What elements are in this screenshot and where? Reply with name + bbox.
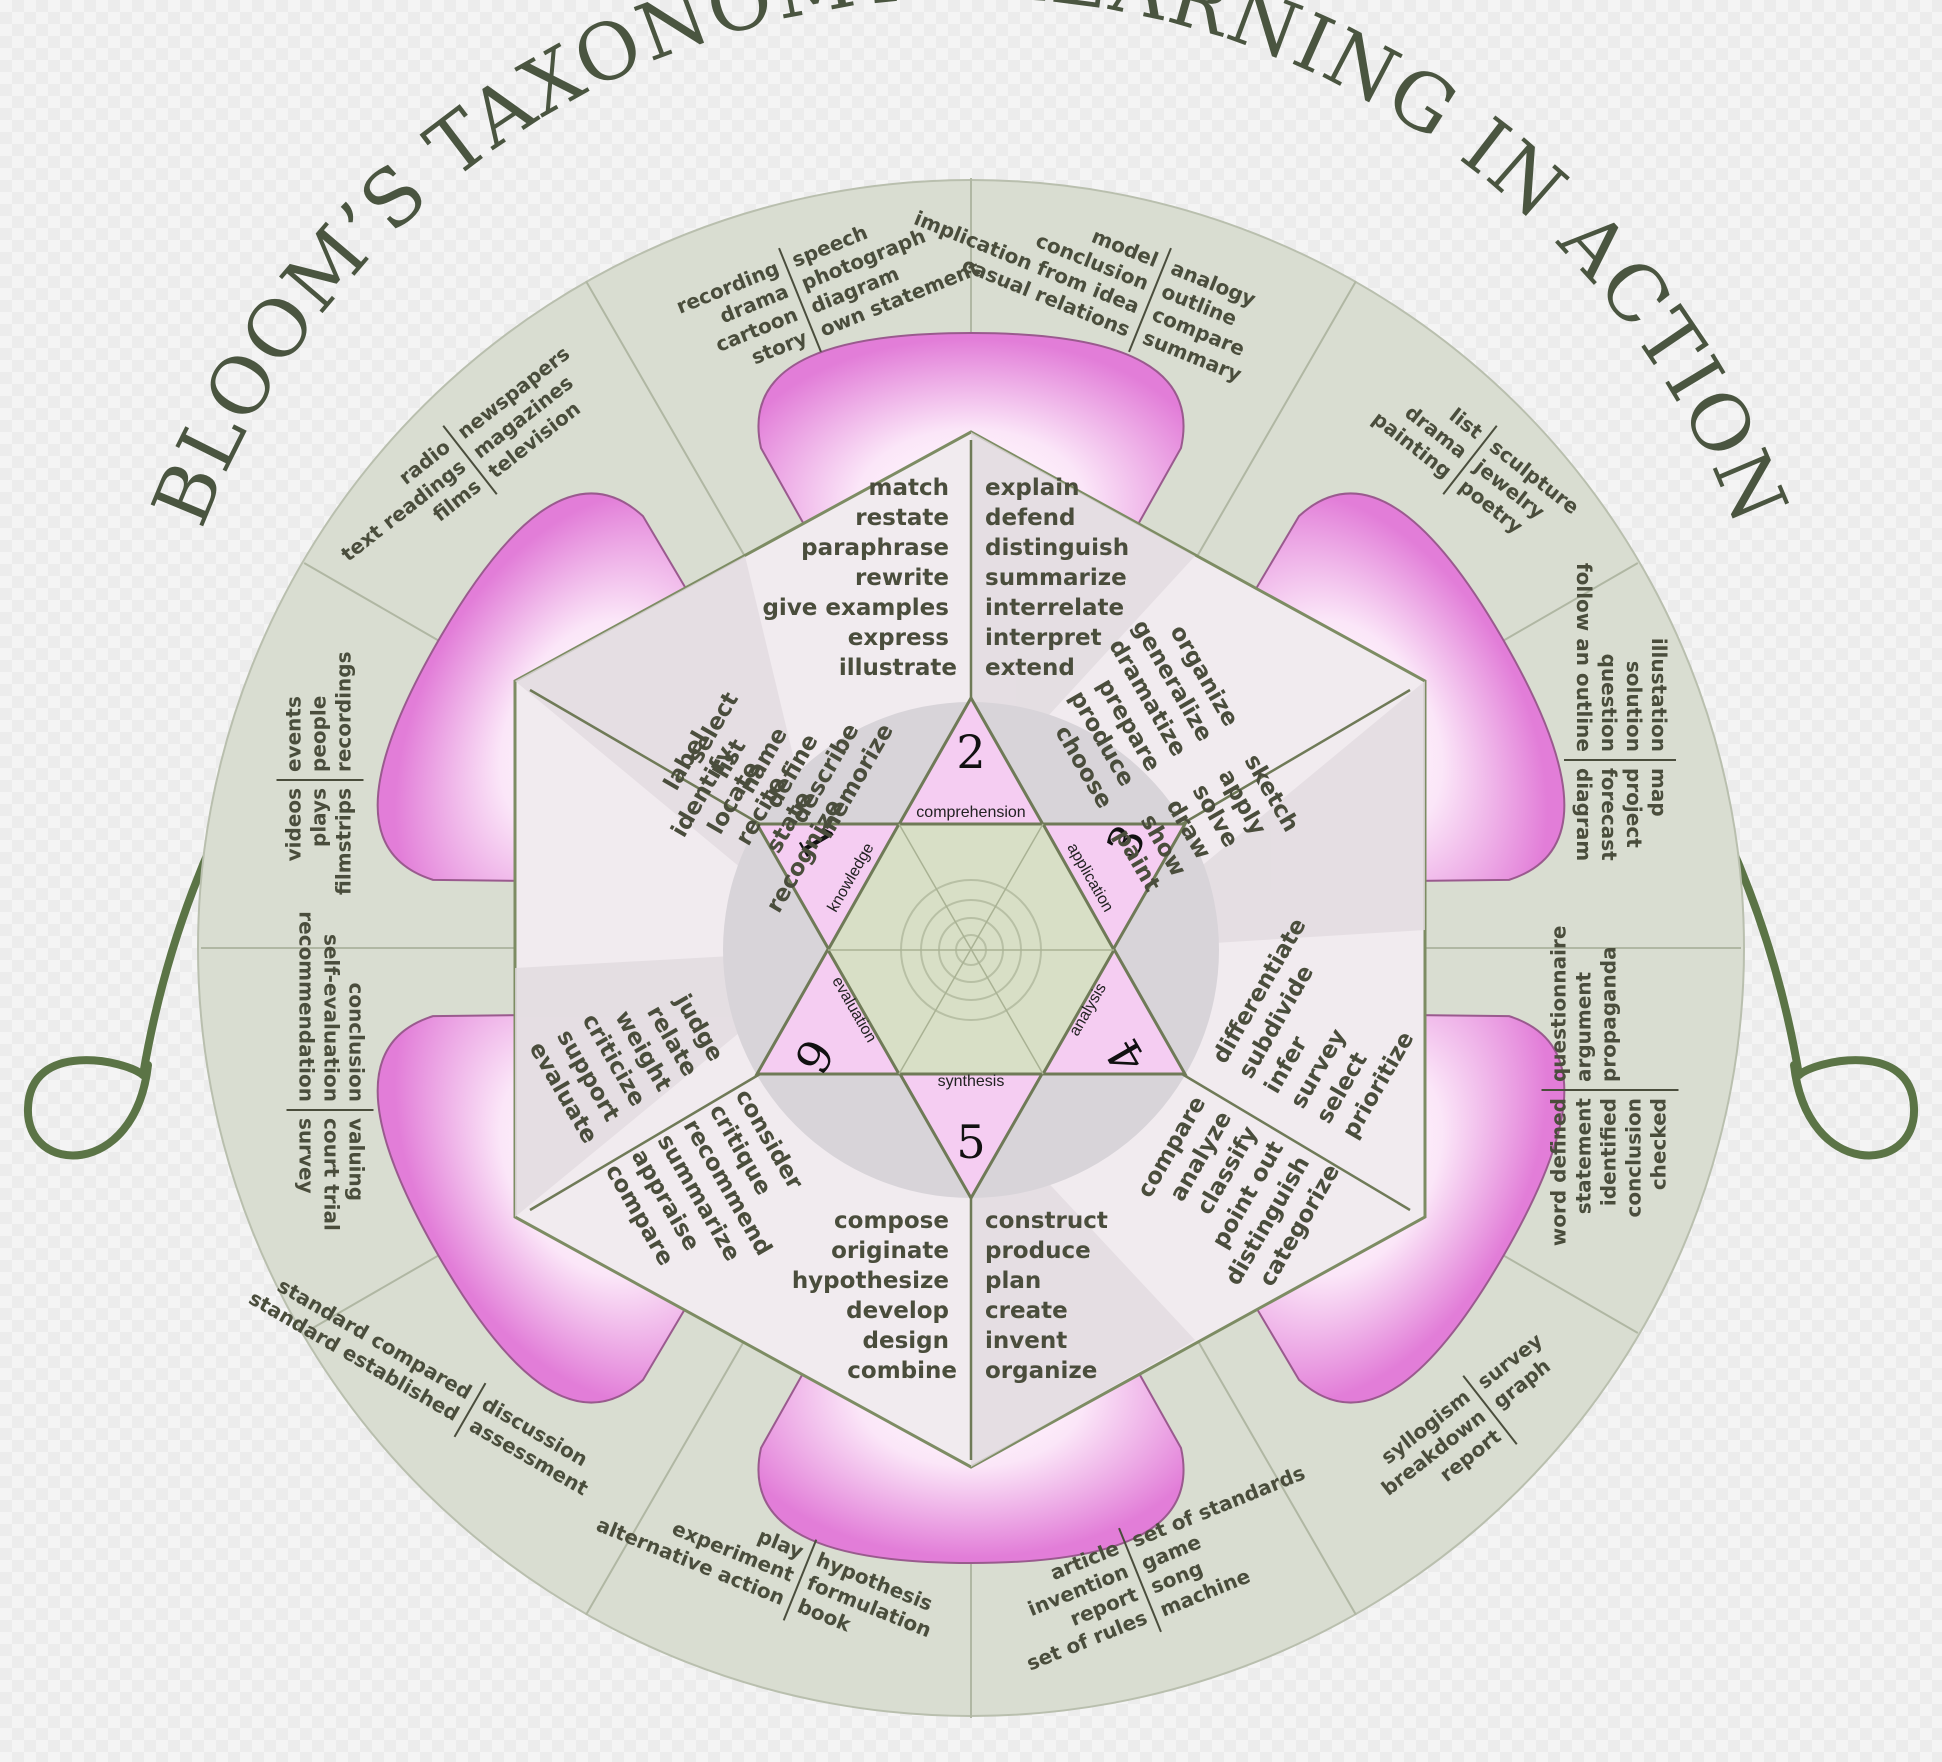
product-item: valuing bbox=[345, 1118, 369, 1201]
product-item: plays bbox=[307, 788, 331, 847]
product-item: solution bbox=[1622, 661, 1646, 752]
product-divider bbox=[1442, 425, 1498, 495]
level-2-name: comprehension bbox=[916, 804, 1025, 821]
product-divider bbox=[1118, 1527, 1162, 1633]
hexagon-separators bbox=[529, 440, 1411, 1460]
svg-text:match restate para: match restate paraphrase rewrite give ex… bbox=[762, 475, 957, 681]
product-item: statement bbox=[1572, 1098, 1596, 1215]
product-item: question bbox=[1597, 654, 1621, 752]
product-item: survey bbox=[295, 1118, 319, 1194]
product-item: filmstrips bbox=[332, 788, 356, 895]
separator-line bbox=[1181, 688, 1411, 826]
level-5-number: 5 bbox=[956, 1115, 985, 1169]
separator-line bbox=[529, 1072, 761, 1212]
product-item: people bbox=[307, 696, 331, 772]
product-item: court trial bbox=[320, 1118, 344, 1231]
product-item: argument bbox=[1572, 971, 1596, 1082]
product-divider bbox=[1128, 247, 1172, 353]
product-item: conclusion bbox=[1622, 1098, 1646, 1218]
product-divider bbox=[778, 247, 822, 353]
product-divider bbox=[442, 425, 498, 495]
product-divider bbox=[1462, 1375, 1518, 1445]
product-item: events bbox=[282, 696, 306, 772]
level-2-number: 2 bbox=[956, 725, 985, 779]
product-item: recordings bbox=[332, 651, 356, 772]
product-divider bbox=[782, 1539, 818, 1621]
level-2-verbs: match restate paraphrase rewrite give ex… bbox=[762, 475, 1137, 681]
product-item: follow an outline bbox=[1572, 563, 1596, 752]
svg-text:compose originate: compose originate hypothesize develop de… bbox=[792, 1208, 957, 1384]
product-item: diagram bbox=[1572, 768, 1596, 861]
product-item: illustation bbox=[1647, 638, 1671, 752]
svg-text:construct produce: construct produce plan create invent org… bbox=[985, 1208, 1116, 1384]
product-item: recommendation bbox=[295, 911, 319, 1102]
product-item: self-evaluation bbox=[320, 934, 344, 1102]
product-item: forecast bbox=[1597, 768, 1621, 861]
product-divider bbox=[453, 1382, 487, 1438]
product-groups: recordingdramacartoonstoryspeechphotogra… bbox=[245, 206, 1679, 1675]
star bbox=[754, 694, 1188, 1202]
product-item: videos bbox=[282, 788, 306, 861]
separator-line bbox=[1181, 1072, 1411, 1212]
separator-line bbox=[529, 688, 761, 826]
product-item: conclusion bbox=[345, 982, 369, 1102]
product-item: propaganda bbox=[1597, 946, 1621, 1082]
product-item: word defined bbox=[1547, 1098, 1571, 1246]
product-item: map bbox=[1647, 768, 1671, 817]
product-item: questionnaire bbox=[1547, 926, 1571, 1082]
product-item: checked bbox=[1647, 1098, 1671, 1190]
product-item: project bbox=[1622, 768, 1646, 848]
product-item: identified bbox=[1597, 1098, 1621, 1206]
level-5-verbs: compose originate hypothesize develop de… bbox=[792, 1208, 1116, 1384]
level-5-name: synthesis bbox=[938, 1073, 1005, 1090]
svg-text:explain defend dis: explain defend distinguish summarize int… bbox=[985, 475, 1137, 681]
